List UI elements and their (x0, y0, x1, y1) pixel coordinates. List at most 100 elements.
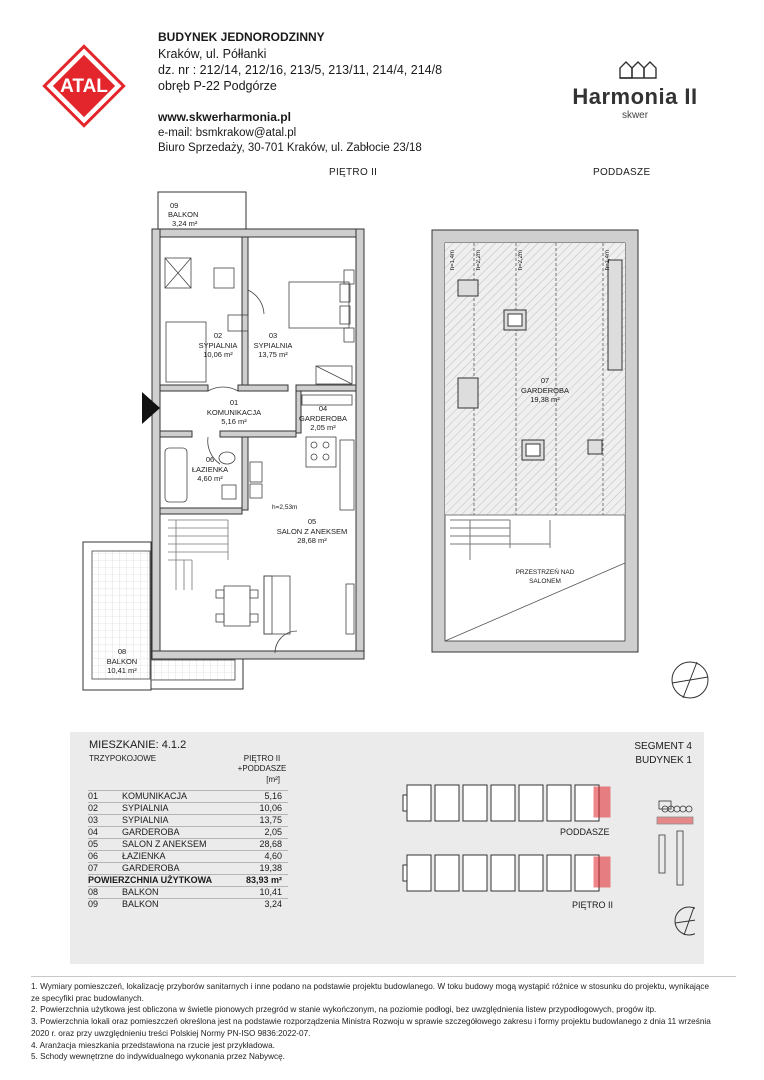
balcony-08 (82, 541, 244, 691)
cell-no: 08 (88, 886, 122, 899)
room-no: 01 (229, 398, 239, 407)
cell-no: 06 (88, 850, 122, 863)
cell-area: 2,05 (235, 826, 288, 839)
cell-area: 13,75 (235, 814, 288, 827)
room-name: GARDEROBA (521, 385, 569, 395)
website-link[interactable]: www.skwerharmonia.pl (158, 110, 291, 124)
room-area: 5,16 m² (221, 417, 247, 426)
key-attic-label: PODDASZE (560, 827, 610, 837)
entrance-arrow-icon (142, 392, 160, 424)
cell-area: 10,06 (235, 802, 288, 815)
key-plan-highlight-floor (593, 856, 611, 888)
cell-area: 19,38 (235, 862, 288, 875)
room-no: 09 (170, 201, 179, 210)
notes: 1. Wymiary pomieszczeń, lokalizację przy… (31, 981, 736, 1063)
address: Kraków, ul. Półłanki (158, 47, 267, 61)
room-area: 4,60 m² (197, 474, 223, 483)
houses-icon (619, 61, 657, 79)
room-area: 10,06 m² (203, 350, 233, 359)
building-title: BUDYNEK JEDNORODZINNY (158, 30, 325, 44)
void-note-line-1: PRZESTRZEŃ NAD (515, 569, 575, 576)
room-no: 08 (117, 647, 127, 656)
attic-height-1: h=1,4m (450, 250, 456, 271)
room-no: 07 (540, 376, 550, 385)
void-note-line-2: SALONEM (529, 578, 561, 585)
room-name: SALON Z ANEKSEM (276, 526, 348, 536)
cell-name: BALKON (122, 886, 236, 899)
room-no: 06 (205, 455, 215, 464)
room-07-label: 07 GARDEROBA 19,38 m² (518, 376, 572, 405)
key-plan (402, 784, 695, 936)
attic-walls (431, 229, 639, 653)
notes-divider (31, 976, 736, 977)
cell-no: 05 (88, 838, 122, 851)
cell-no: 03 (88, 814, 122, 827)
attic-plan-label: PODDASZE (593, 167, 651, 178)
cell-name: SALON Z ANEKSEM (122, 838, 236, 851)
room-no: 03 (268, 331, 278, 340)
floor-plans (82, 191, 709, 699)
col-head-1: PIĘTRO II (243, 754, 281, 763)
attic-height-3: h=2,2m (518, 250, 524, 271)
building-label: BUDYNEK 1 (635, 755, 692, 766)
room-08-label: 08 BALKON 10,41 m² (92, 647, 152, 676)
cell-area: 3,24 (235, 898, 288, 910)
apartment-number: MIESZKANIE: 4.1.2 (89, 739, 187, 751)
cell-area: 5,16 (235, 790, 288, 803)
room-03-label: 03 SYPIALNIA 13,75 m² (249, 331, 297, 360)
room-no: 02 (213, 331, 223, 340)
room-name: KOMUNIKACJA (206, 407, 262, 417)
room-no: 05 (307, 517, 317, 526)
brand-sub: skwer (621, 110, 649, 121)
room-01-label: 01 KOMUNIKACJA 5,16 m² (202, 398, 266, 427)
key-compass-icon (674, 906, 695, 936)
cell-no: 07 (88, 862, 122, 875)
cell-no: 02 (88, 802, 122, 815)
atal-logo: ATAL (38, 40, 130, 132)
cell-area: 10,41 (235, 886, 288, 899)
brand-logo: Harmonia II skwer (560, 58, 710, 128)
void-note: PRZESTRZEŃ NAD SALONEM (500, 568, 590, 586)
room-name: BALKON (106, 656, 138, 666)
key-floor-label: PIĘTRO II (572, 900, 614, 910)
room-02-label: 02 SYPIALNIA 10,06 m² (194, 331, 242, 360)
cell-area: 4,60 (235, 850, 288, 863)
unit-label: [m²] (266, 775, 280, 784)
room-05-label: 05 SALON Z ANEKSEM 28,68 m² (270, 517, 354, 546)
email-link[interactable]: e-mail: bsmkrakow@atal.pl (158, 127, 297, 139)
cell-name: KOMUNIKACJA (122, 790, 236, 803)
apartment-walls (151, 228, 365, 660)
attic-height-4: h=1,4m (605, 250, 611, 271)
room-name: SYPIALNIA (198, 340, 238, 350)
room-area: 10,41 m² (107, 666, 137, 675)
cell-area: 28,68 (235, 838, 288, 851)
room-09-label: 09 BALKON 3,24 m² (160, 201, 244, 228)
room-area: 3,24 m² (172, 219, 198, 228)
note-line: 4. Aranżacja mieszkania przedstawiona na… (31, 1040, 275, 1050)
room-name: GARDEROBA (299, 413, 347, 423)
key-plan-highlight-attic (593, 786, 611, 818)
note-line: 2. Powierzchnia użytkowa jest obliczona … (31, 1005, 657, 1015)
room-area: 19,38 m² (530, 395, 560, 404)
apartment-type: TRZYPOKOJOWE (89, 754, 157, 763)
cell-name: ŁAZIENKA (122, 850, 236, 863)
room-06-label: 06 ŁAZIENKA 4,60 m² (188, 455, 232, 484)
cell-no: 09 (88, 898, 122, 910)
room-name: BALKON (168, 210, 199, 219)
cell-no: 01 (88, 790, 122, 803)
note-line: 1. Wymiary pomieszczeń, lokalizację przy… (31, 982, 710, 991)
room-name: SYPIALNIA (253, 340, 293, 350)
note-line: ze specyfiki prac budowlanych. (31, 993, 144, 1003)
cell-name: SYPIALNIA (122, 814, 236, 827)
cell-name: GARDEROBA (122, 862, 236, 875)
cell-name: SYPIALNIA (122, 802, 236, 815)
note-line: 3. Powierzchnia lokali oraz pomieszczeń … (31, 1017, 711, 1027)
